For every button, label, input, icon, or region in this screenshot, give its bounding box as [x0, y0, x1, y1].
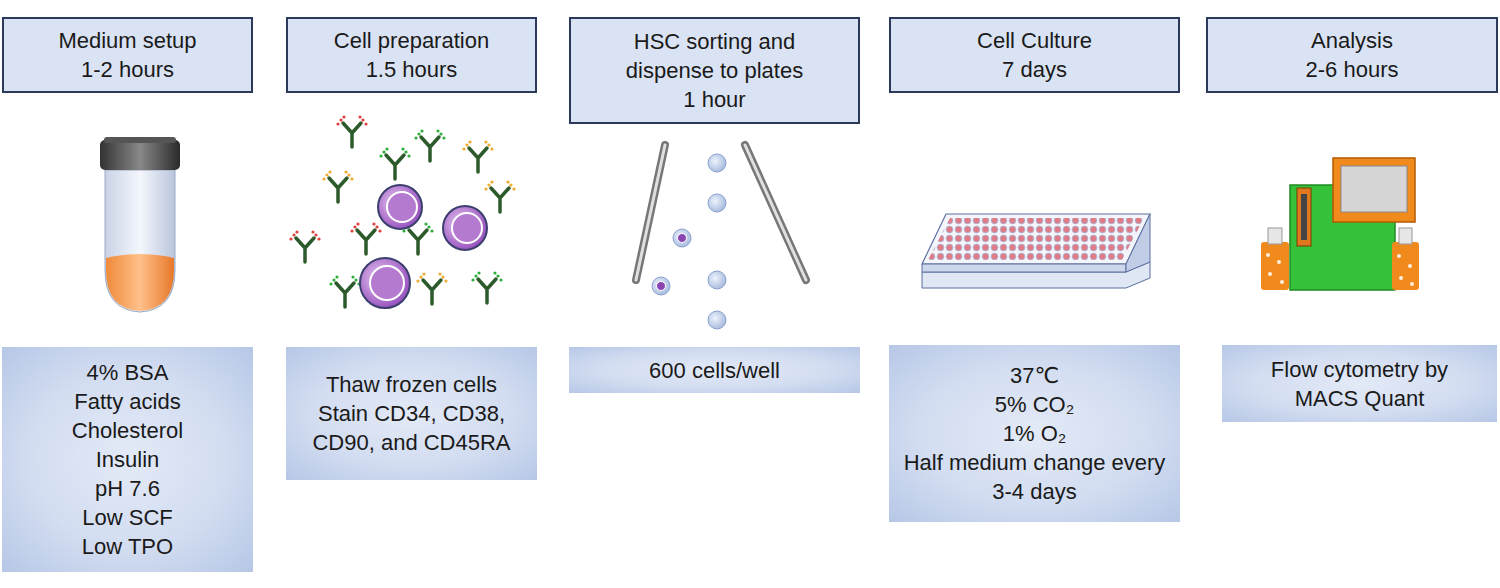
step-duration: 2-6 hours — [1306, 55, 1399, 84]
step-title: HSC sorting and dispense to plates — [610, 27, 820, 85]
plate-icon — [922, 214, 1150, 288]
detail-line: 600 cells/well — [649, 356, 780, 385]
step-duration: 1 hour — [683, 85, 745, 114]
step-title: Analysis — [1311, 26, 1393, 55]
detail-line: Insulin — [96, 445, 160, 474]
step-duration: 1.5 hours — [366, 55, 458, 84]
step-duration: 7 days — [1002, 55, 1067, 84]
step-header: Medium setup1-2 hours — [2, 17, 253, 93]
detail-line: 4% BSA — [87, 358, 169, 387]
sorter-icon — [636, 145, 806, 329]
detail-line: Cholesterol — [72, 416, 183, 445]
step-details: 37℃5% CO₂1% O₂Half medium change every 3… — [889, 345, 1180, 522]
cell-icons — [360, 185, 487, 308]
antibody-icons — [289, 115, 515, 307]
detail-line: 5% CO₂ — [995, 390, 1074, 419]
step-header: HSC sorting and dispense to plates1 hour — [569, 17, 860, 124]
step-header: Cell Culture7 days — [889, 17, 1180, 93]
detail-line: Half medium change every 3-4 days — [900, 448, 1170, 506]
detail-line: Flow cytometry by MACS Quant — [1240, 355, 1480, 413]
detail-line: Low SCF — [82, 503, 172, 532]
detail-line: 37℃ — [1010, 361, 1059, 390]
detail-line: pH 7.6 — [95, 474, 160, 503]
step-title: Medium setup — [58, 26, 196, 55]
tube-icon — [100, 137, 180, 312]
step-title: Cell preparation — [334, 26, 489, 55]
step-details: 600 cells/well — [569, 347, 860, 393]
step-title: Cell Culture — [977, 26, 1092, 55]
step-header: Cell preparation1.5 hours — [286, 17, 537, 93]
step-duration: 1-2 hours — [81, 55, 174, 84]
detail-line: Low TPO — [82, 532, 173, 561]
step-details: Thaw frozen cellsStain CD34, CD38, CD90,… — [286, 347, 537, 480]
step-header: Analysis2-6 hours — [1206, 17, 1498, 93]
detail-line: Stain CD34, CD38, CD90, and CD45RA — [297, 399, 527, 457]
detail-line: Thaw frozen cells — [326, 370, 497, 399]
detail-line: 1% O₂ — [1003, 419, 1067, 448]
detail-line: Fatty acids — [74, 387, 180, 416]
step-details: Flow cytometry by MACS Quant — [1222, 345, 1497, 422]
step-details: 4% BSAFatty acidsCholesterolInsulinpH 7.… — [2, 347, 253, 572]
cytometer-icon — [1261, 158, 1419, 290]
